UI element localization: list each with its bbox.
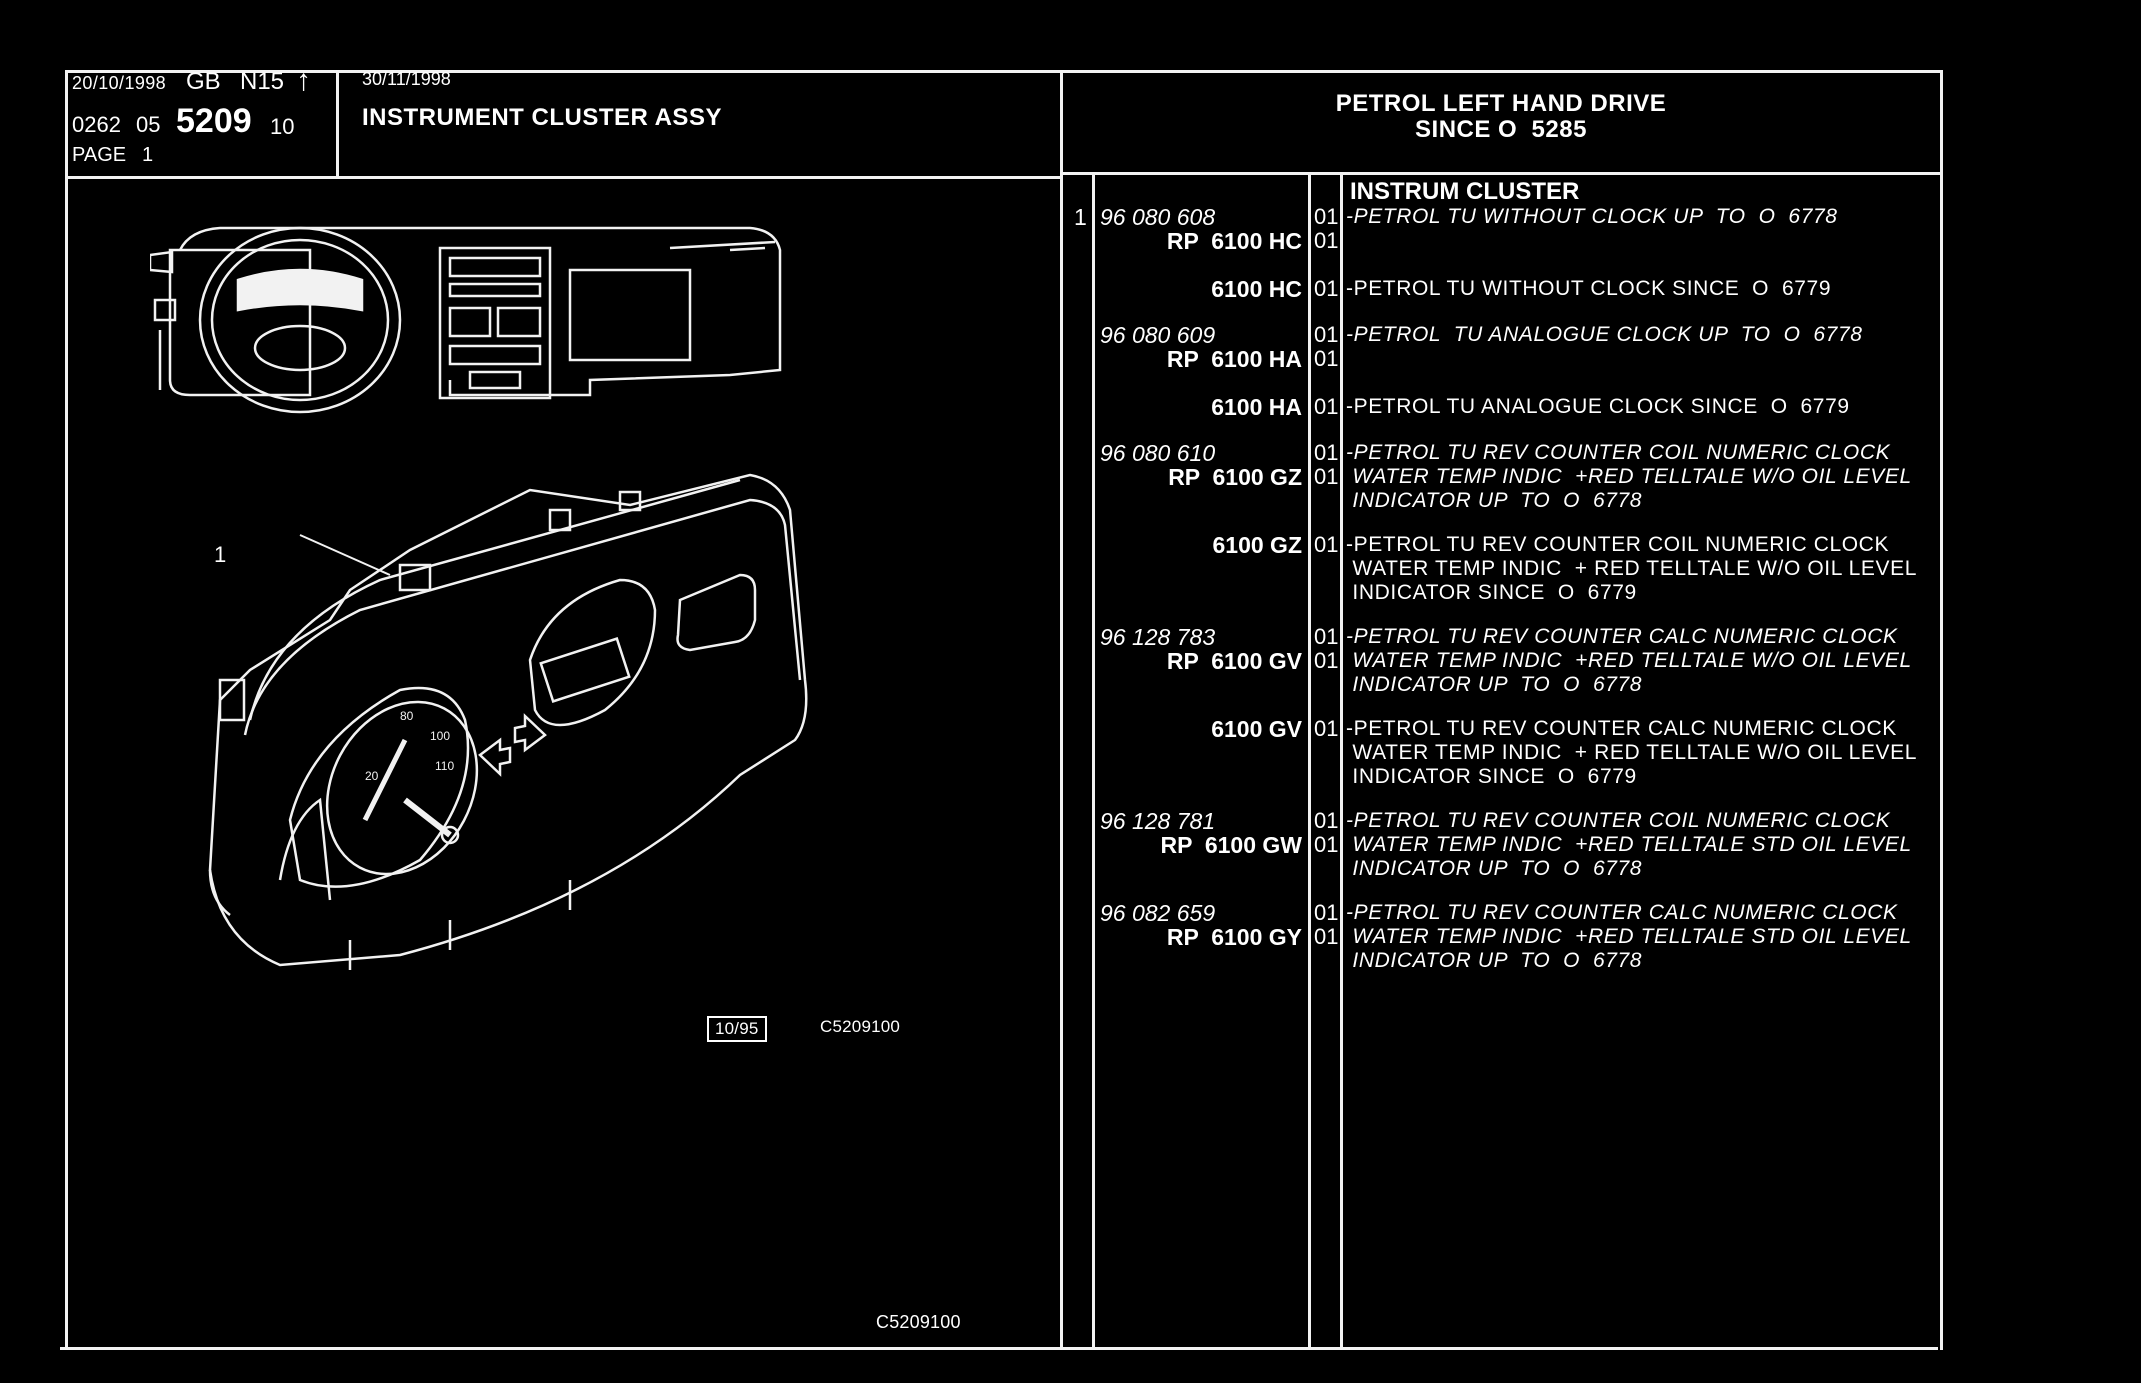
row-description-line: INDICATOR SINCE O 6779 [1346, 765, 1637, 788]
row-description-line: WATER TEMP INDIC + RED TELLTALE W/O OIL … [1346, 557, 1918, 580]
header-left-bottom-rule [65, 176, 1063, 179]
row-description-line: -PETROL TU REV COUNTER COIL NUMERIC CLOC… [1346, 441, 1891, 464]
row-quantity: 01 [1314, 228, 1339, 253]
row-part-code: RP 6100 GY [1166, 924, 1302, 950]
frame-right-border [1940, 70, 1943, 1350]
dashboard-overview-illustration [150, 226, 782, 414]
header-left-divider [336, 70, 339, 178]
row-part-ref: 96 128 783 [1100, 624, 1216, 650]
plate-title: INSTRUMENT CLUSTER ASSY [362, 104, 722, 131]
svg-text:100: 100 [430, 729, 450, 743]
row-description-line: INDICATOR SINCE O 6779 [1346, 581, 1637, 604]
row-quantity: 01 [1314, 204, 1339, 229]
row-part-code: 6100 HA [1211, 394, 1302, 420]
row-part-ref: 96 080 610 [1100, 440, 1216, 466]
row-quantity: 01 [1314, 276, 1339, 301]
row-part-ref: 96 128 781 [1100, 808, 1216, 834]
table-col-divider-3 [1340, 172, 1343, 1347]
row-quantity: 01 [1314, 648, 1339, 673]
row-part-code: RP 6100 GW [1160, 832, 1302, 858]
row-description-line: WATER TEMP INDIC +RED TELLTALE STD OIL L… [1346, 833, 1912, 856]
drawing-ref-code: C5209100 [820, 1017, 901, 1036]
section-title: INSTRUM CLUSTER [1350, 178, 1580, 205]
svg-text:80: 80 [400, 709, 414, 723]
row-quantity: 01 [1314, 624, 1339, 649]
row-description-line: WATER TEMP INDIC +RED TELLTALE W/O OIL L… [1346, 649, 1912, 672]
row-description-line: -PETROL TU ANALOGUE CLOCK SINCE O 6779 [1346, 395, 1850, 418]
row-quantity: 01 [1314, 832, 1339, 857]
table-col-divider-2 [1308, 172, 1311, 1347]
row-description-line: -PETROL TU REV COUNTER CALC NUMERIC CLOC… [1346, 901, 1898, 924]
row-description-line: -PETROL TU WITHOUT CLOCK SINCE O 6779 [1346, 277, 1832, 300]
page-label: PAGE [72, 144, 127, 166]
row-description-line: INDICATOR UP TO O 6778 [1346, 489, 1643, 512]
row-part-code: 6100 GZ [1212, 532, 1303, 558]
row-quantity: 01 [1314, 924, 1339, 949]
svg-text:110: 110 [435, 759, 454, 773]
row-description-line: -PETROL TU REV COUNTER CALC NUMERIC CLOC… [1346, 625, 1898, 648]
row-description-line: -PETROL TU ANALOGUE CLOCK UP TO O 6778 [1346, 323, 1863, 346]
row-part-ref: 96 080 608 [1100, 204, 1216, 230]
row-part-code: RP 6100 HA [1166, 346, 1302, 372]
row-quantity: 01 [1314, 532, 1339, 557]
row-part-code: RP 6100 HC [1166, 228, 1302, 254]
callout-number: 1 [214, 542, 227, 567]
row-quantity: 01 [1314, 464, 1339, 489]
plate-suffix: 10 [270, 114, 295, 139]
row-quantity: 01 [1314, 440, 1339, 465]
row-description-line: -PETROL TU REV COUNTER COIL NUMERIC CLOC… [1346, 809, 1891, 832]
row-description-line: -PETROL TU REV COUNTER COIL NUMERIC CLOC… [1346, 533, 1890, 556]
frame-left-border [65, 70, 68, 1350]
drawing-date-tag: 10/95 [707, 1016, 767, 1042]
row-quantity: 01 [1314, 716, 1339, 741]
frame-bottom-border [60, 1347, 1938, 1350]
row-quantity: 01 [1314, 394, 1339, 419]
date-updated: 30/11/1998 [362, 69, 451, 89]
plate-number: 5209 [176, 102, 252, 140]
frame-top-border [65, 70, 1943, 73]
row-quantity: 01 [1314, 346, 1339, 371]
up-arrow-icon: ↑ [296, 64, 311, 97]
country-code: GB [186, 68, 221, 95]
row-item-number: 1 [1074, 204, 1087, 230]
row-description-line: INDICATOR UP TO O 6778 [1346, 949, 1643, 972]
row-quantity: 01 [1314, 900, 1339, 925]
page-number: 1 [142, 144, 154, 166]
section-prefix: 05 [136, 112, 161, 137]
model-code: N15 [240, 68, 285, 95]
instrument-cluster-illustration: 20 80 100 110 [208, 473, 808, 970]
center-divider [1060, 70, 1063, 1350]
variant-line-2: SINCE O 5285 [1415, 116, 1587, 143]
row-description-line: INDICATOR UP TO O 6778 [1346, 673, 1643, 696]
row-description-line: WATER TEMP INDIC +RED TELLTALE W/O OIL L… [1346, 465, 1912, 488]
group-prefix: 0262 [72, 112, 121, 137]
row-part-ref: 96 080 609 [1100, 322, 1216, 348]
row-part-code: RP 6100 GV [1166, 648, 1302, 674]
variant-line-1: PETROL LEFT HAND DRIVE [1335, 90, 1667, 117]
instrument-cluster-drawing: 20 80 100 110 [150, 226, 808, 970]
row-description-line: WATER TEMP INDIC + RED TELLTALE W/O OIL … [1346, 741, 1918, 764]
row-part-code: RP 6100 GZ [1168, 464, 1302, 490]
table-col-divider-1 [1092, 172, 1095, 1347]
row-quantity: 01 [1314, 808, 1339, 833]
row-quantity: 01 [1314, 322, 1339, 347]
row-description-line: -PETROL TU REV COUNTER CALC NUMERIC CLOC… [1346, 717, 1897, 740]
row-description-line: WATER TEMP INDIC +RED TELLTALE STD OIL L… [1346, 925, 1912, 948]
row-part-code: 6100 HC [1211, 276, 1302, 302]
svg-text:20: 20 [365, 769, 379, 783]
date-created: 20/10/1998 [72, 73, 167, 93]
row-part-code: 6100 GV [1211, 716, 1302, 742]
header-right-bottom-rule [1060, 172, 1943, 175]
row-description-line: INDICATOR UP TO O 6778 [1346, 857, 1643, 880]
drawing-footer-code: C5209100 [876, 1312, 961, 1332]
row-part-ref: 96 082 659 [1100, 900, 1216, 926]
row-description-line: -PETROL TU WITHOUT CLOCK UP TO O 6778 [1346, 205, 1838, 228]
